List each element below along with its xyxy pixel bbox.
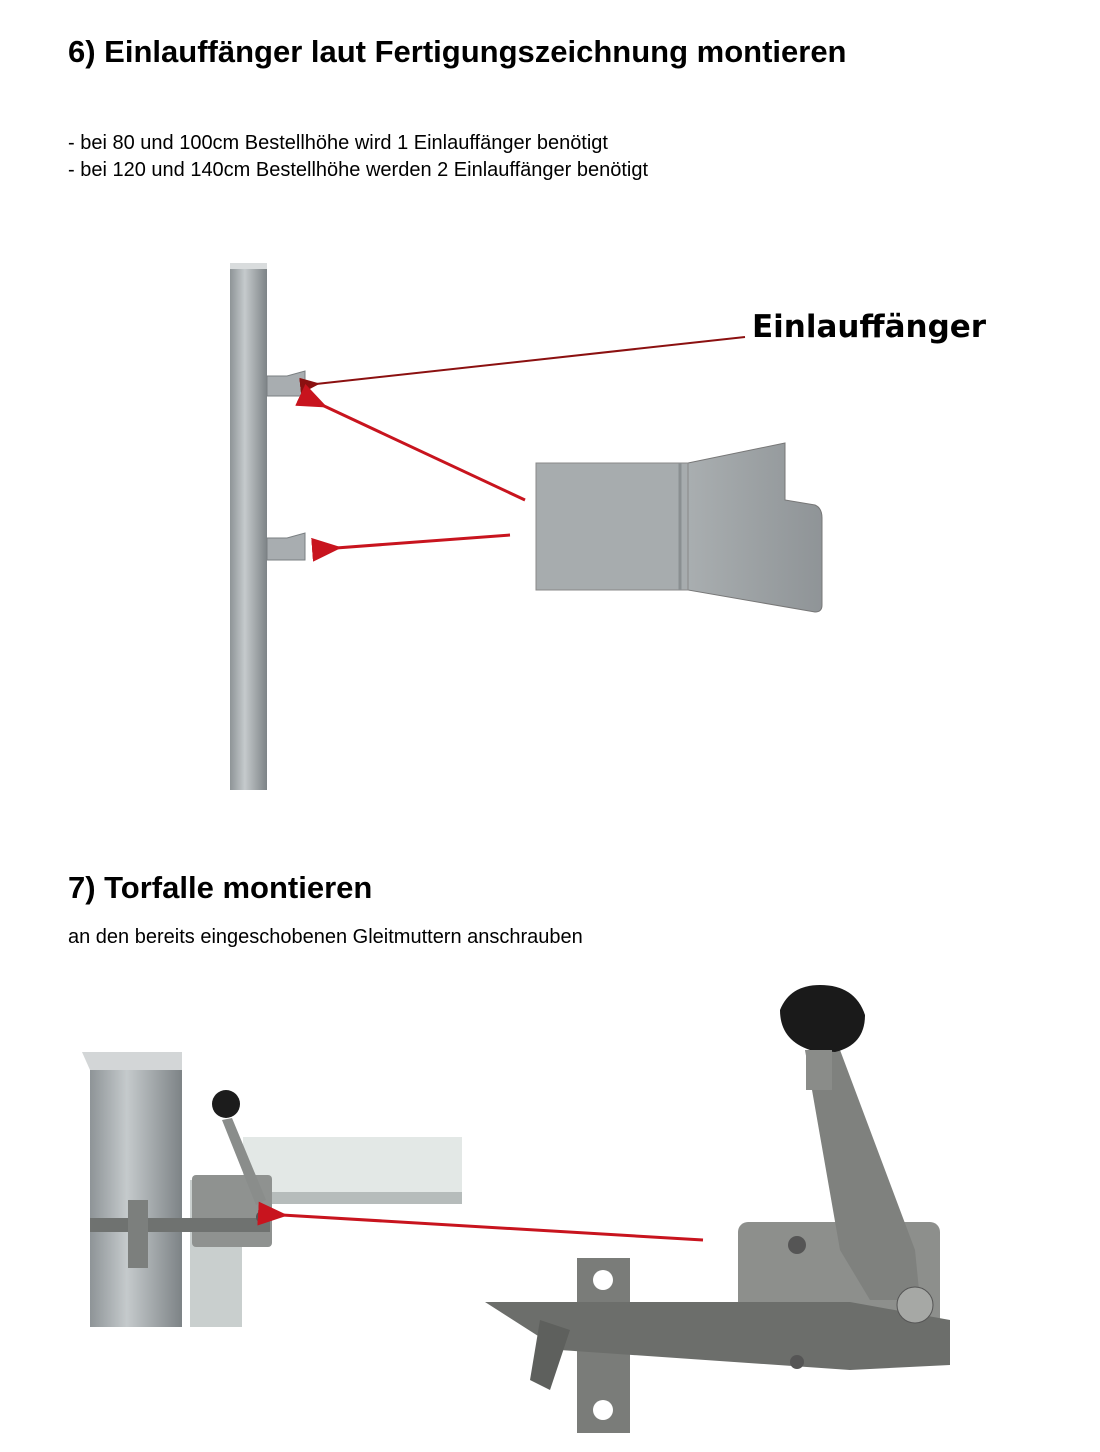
einlauffaenger-bracket-illustration [535,442,823,613]
arrow-upper-bracket [295,383,526,502]
section-6-heading: 6) Einlauffänger laut Fertigungszeichnun… [68,34,847,69]
section-6-note-2: - bei 120 und 140cm Bestellhöhe werden 2… [68,159,649,181]
section-7-subtext: an den bereits eingeschobenen Gleitmutte… [68,926,583,948]
section-6-note-1: - bei 80 und 100cm Bestellhöhe wird 1 Ei… [68,132,608,154]
torfalle-latch-photo [485,985,950,1433]
gate-latch-assembly-photo [82,1052,462,1327]
callout-leader-line [299,336,746,394]
callout-label-einlauffaenger: Einlauffänger [752,309,987,345]
arrow-latch [257,1201,704,1242]
arrow-lower-bracket [311,533,511,562]
section-7-heading: 7) Torfalle montieren [68,870,373,905]
post-illustration [230,263,306,790]
